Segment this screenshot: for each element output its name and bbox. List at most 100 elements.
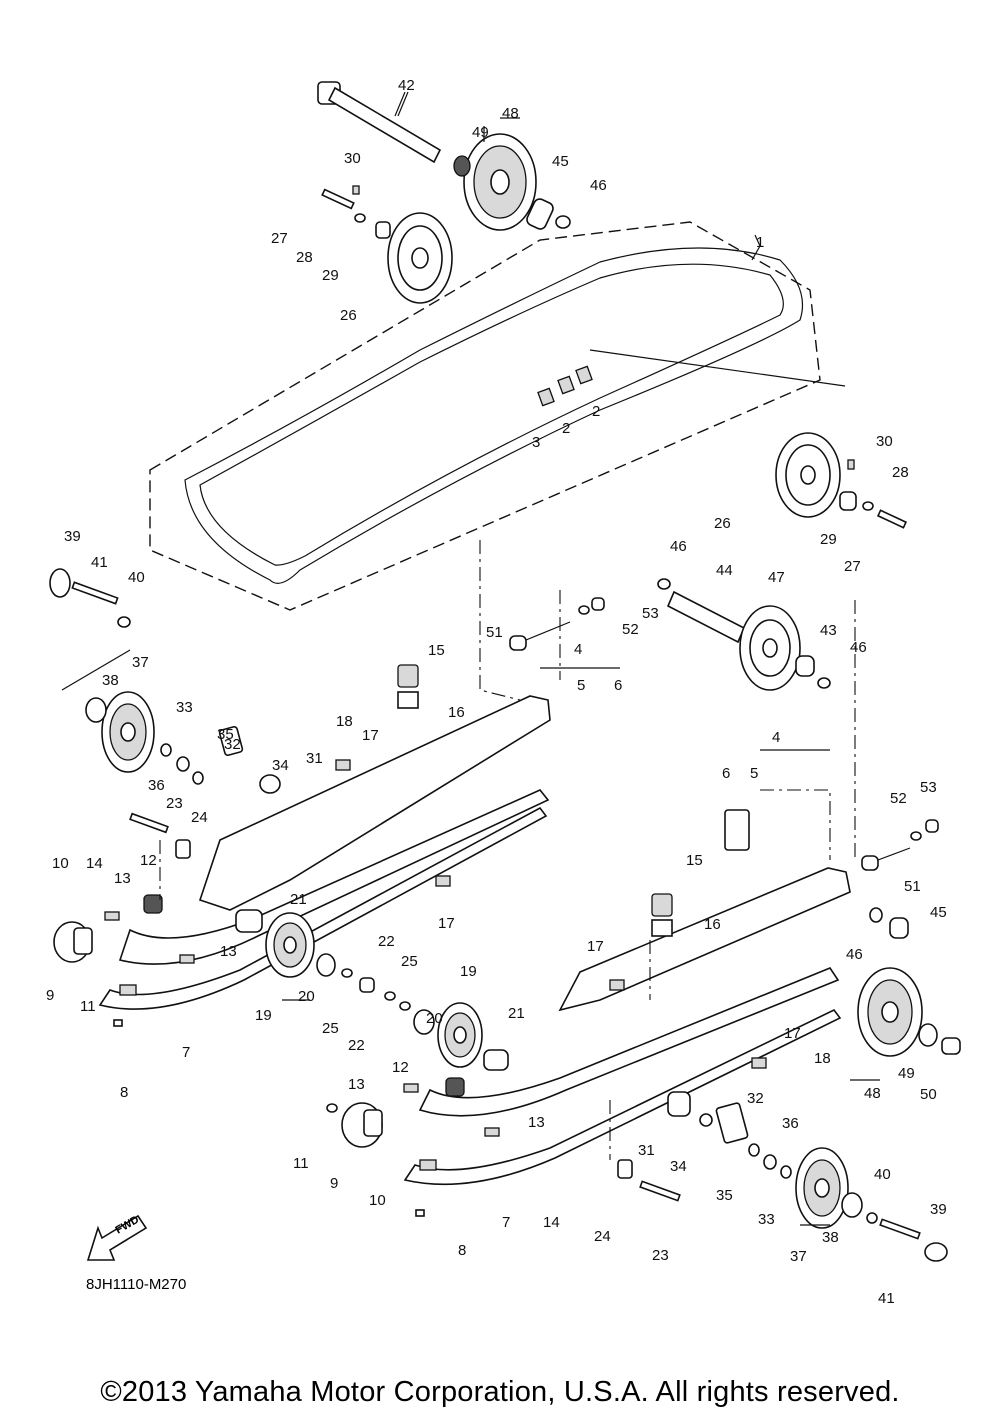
callout-52b: 52 xyxy=(890,790,907,807)
callout-13b: 13 xyxy=(220,943,237,960)
callout-6b: 6 xyxy=(722,765,730,782)
right-wheel-48 xyxy=(857,967,961,1057)
callout-22b: 22 xyxy=(348,1037,365,1054)
callout-20b: 20 xyxy=(426,1010,443,1027)
callout-6a: 6 xyxy=(614,677,622,694)
callout-15b: 15 xyxy=(686,852,703,869)
callout-39b: 39 xyxy=(930,1201,947,1218)
upper-wheel-48 xyxy=(453,133,537,231)
callout-53b: 53 xyxy=(920,779,937,796)
callout-37a: 37 xyxy=(132,654,149,671)
callout-9a: 9 xyxy=(46,987,54,1004)
callout-18a: 18 xyxy=(336,713,353,730)
spacer-45 xyxy=(526,198,571,230)
left-lower-parts xyxy=(53,812,411,1027)
callout-35a: 35 xyxy=(217,726,234,743)
callout-38b: 38 xyxy=(822,1229,839,1246)
callout-31a: 31 xyxy=(306,750,323,767)
callout-19a: 19 xyxy=(255,1007,272,1024)
callout-20a: 20 xyxy=(298,988,315,1005)
callout-12b: 12 xyxy=(392,1059,409,1076)
callout-42: 42 xyxy=(398,77,415,94)
track-outline xyxy=(149,221,846,611)
fwd-arrow-icon: FWD xyxy=(86,1214,148,1261)
callout-46a: 46 xyxy=(590,177,607,194)
callout-23a: 23 xyxy=(166,795,183,812)
callout-9b: 9 xyxy=(330,1175,338,1192)
callout-21a: 21 xyxy=(290,891,307,908)
callout-22a: 22 xyxy=(378,933,395,950)
callouts: 1 2 2 3 4 5 6 4 5 6 7 7 8 8 9 9 10 10 11… xyxy=(46,77,947,1307)
right-lower-parts xyxy=(326,1002,948,1262)
center-wheel-47 xyxy=(739,605,831,691)
callout-12a: 12 xyxy=(140,852,157,869)
callout-51a: 51 xyxy=(486,624,503,641)
callout-46c: 46 xyxy=(850,639,867,656)
callout-2a: 2 xyxy=(562,420,570,437)
callout-29a: 29 xyxy=(322,267,339,284)
callout-32a: 32 xyxy=(224,736,241,753)
callout-37b: 37 xyxy=(790,1248,807,1265)
callout-17b: 17 xyxy=(438,915,455,932)
callout-19b: 19 xyxy=(460,963,477,980)
callout-53a: 53 xyxy=(642,605,659,622)
callout-45b: 45 xyxy=(930,904,947,921)
callout-28b: 28 xyxy=(892,464,909,481)
callout-13d: 13 xyxy=(528,1114,545,1131)
callout-4a: 4 xyxy=(574,641,582,658)
callout-10a: 10 xyxy=(52,855,69,872)
callout-52a: 52 xyxy=(622,621,639,638)
callout-36b: 36 xyxy=(782,1115,799,1132)
callout-38a: 38 xyxy=(102,672,119,689)
callout-10b: 10 xyxy=(369,1192,386,1209)
callout-49b: 49 xyxy=(898,1065,915,1082)
callout-18b: 18 xyxy=(814,1050,831,1067)
callout-40a: 40 xyxy=(128,569,145,586)
callout-25b: 25 xyxy=(322,1020,339,1037)
upper-idler-shaft-42 xyxy=(317,81,442,164)
bolt-51-upper xyxy=(509,597,605,651)
center-shaft-44 xyxy=(657,578,746,644)
upper-wheel-26 xyxy=(321,185,453,304)
callout-28a: 28 xyxy=(296,249,313,266)
left-rail xyxy=(98,664,551,1010)
callout-41a: 41 xyxy=(91,554,108,571)
callout-5b: 5 xyxy=(750,765,758,782)
callout-4b: 4 xyxy=(772,729,780,746)
callout-48a: 48 xyxy=(502,105,519,122)
callout-17c: 17 xyxy=(587,938,604,955)
callout-11b: 11 xyxy=(293,1155,309,1172)
callout-13c: 13 xyxy=(348,1076,365,1093)
callout-47: 47 xyxy=(768,569,785,586)
callout-31b: 31 xyxy=(638,1142,655,1159)
right-rail xyxy=(403,809,939,1186)
callout-36a: 36 xyxy=(148,777,165,794)
callout-8b: 8 xyxy=(458,1242,466,1259)
callout-34a: 34 xyxy=(272,757,289,774)
callout-25a: 25 xyxy=(401,953,418,970)
callout-13a: 13 xyxy=(114,870,131,887)
callout-35b: 35 xyxy=(716,1187,733,1204)
callout-27b: 27 xyxy=(844,558,861,575)
callout-11a: 11 xyxy=(80,998,96,1015)
callout-51b: 51 xyxy=(904,878,921,895)
callout-40b: 40 xyxy=(874,1166,891,1183)
callout-46d: 46 xyxy=(846,946,863,963)
callout-8a: 8 xyxy=(120,1084,128,1101)
callout-14b: 14 xyxy=(543,1214,560,1231)
right-wheel-26 xyxy=(775,432,908,529)
callout-16b: 16 xyxy=(704,916,721,933)
callout-30b: 30 xyxy=(876,433,893,450)
callout-29b: 29 xyxy=(820,531,837,548)
callout-44: 44 xyxy=(716,562,733,579)
track-clips xyxy=(537,365,593,407)
callout-7a: 7 xyxy=(182,1044,190,1061)
callout-46b: 46 xyxy=(670,538,687,555)
callout-2b: 2 xyxy=(592,403,600,420)
callout-33b: 33 xyxy=(758,1211,775,1228)
callout-1: 1 xyxy=(756,234,764,251)
callout-7b: 7 xyxy=(502,1214,510,1231)
callout-33a: 33 xyxy=(176,699,193,716)
callout-30a: 30 xyxy=(344,150,361,167)
